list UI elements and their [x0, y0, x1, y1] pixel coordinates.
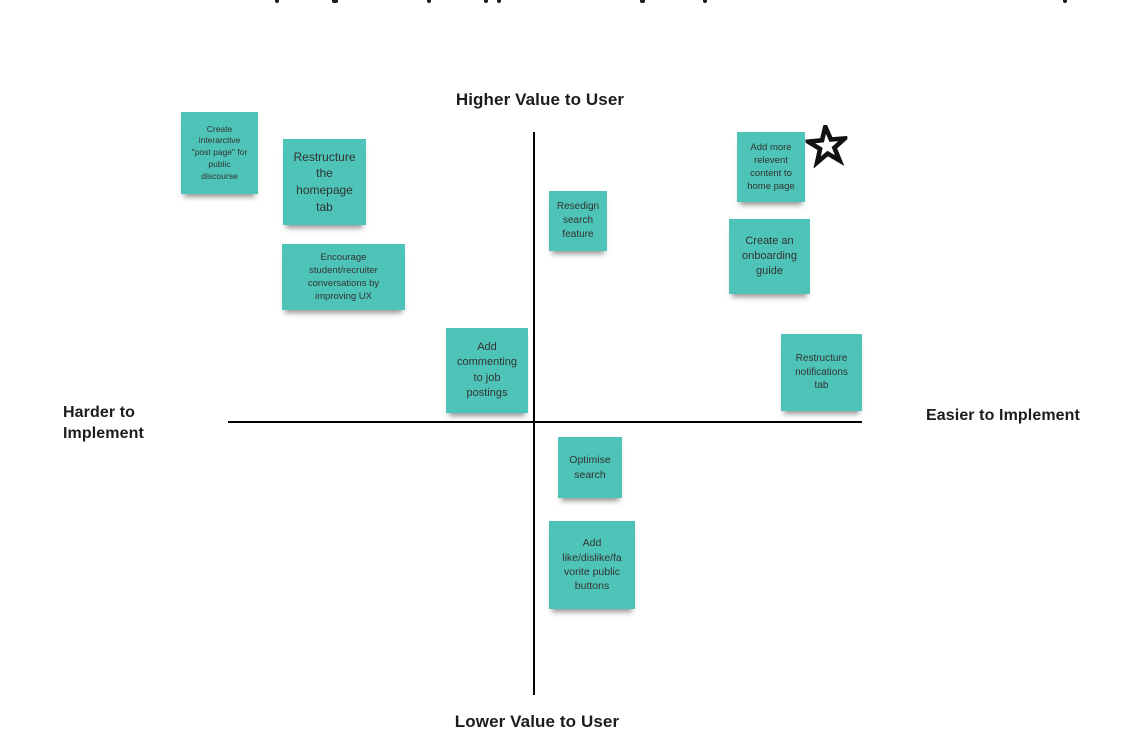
axis-label-harder-to-implement: Harder to Implement	[63, 404, 144, 442]
horizontal-axis-line	[228, 421, 862, 423]
sticky-note-optimise-search[interactable]: Optimise search	[558, 437, 622, 498]
sticky-note-text: Optimise search	[569, 454, 611, 481]
clipped-title-fragments	[0, 0, 1146, 6]
sticky-note-text: Add more relevent content to home page	[747, 141, 795, 193]
star-icon[interactable]	[801, 119, 852, 169]
sticky-note-text: Restructure the homepage tab	[293, 149, 356, 214]
sticky-note-text: Add like/dislike/fa vorite public button…	[562, 537, 622, 593]
sticky-note-create-onboarding-guide[interactable]: Create an onboarding guide	[729, 219, 810, 294]
sticky-note-text: Create an onboarding guide	[741, 234, 798, 278]
sticky-note-text: Restructure notifications tab	[795, 352, 848, 392]
vertical-axis-line	[533, 132, 535, 695]
sticky-note-resedign-search-feature[interactable]: Resedign search feature	[549, 191, 607, 251]
axis-label-higher-value: Higher Value to User	[455, 90, 625, 109]
sticky-note-add-commenting-job-postings[interactable]: Add commenting to job postings	[446, 328, 528, 413]
sticky-note-add-like-dislike-buttons[interactable]: Add like/dislike/fa vorite public button…	[549, 521, 635, 609]
sticky-note-restructure-homepage-tab[interactable]: Restructure the homepage tab	[283, 139, 366, 225]
sticky-note-encourage-conversations[interactable]: Encourage student/recruiter conversation…	[282, 244, 405, 310]
sticky-note-text: Resedign search feature	[556, 201, 600, 240]
sticky-note-text: Create interarctive "post page" for publ…	[191, 123, 248, 181]
axis-label-easier-to-implement: Easier to Implement	[926, 407, 1080, 424]
sticky-note-text: Add commenting to job postings	[457, 341, 517, 399]
sticky-note-text: Encourage student/recruiter conversation…	[307, 251, 380, 303]
sticky-note-create-post-page[interactable]: Create interarctive "post page" for publ…	[181, 112, 258, 194]
sticky-note-restructure-notifications-tab[interactable]: Restructure notifications tab	[781, 334, 862, 411]
axis-label-lower-value: Lower Value to User	[454, 712, 620, 731]
sticky-note-add-more-relevent-content[interactable]: Add more relevent content to home page	[737, 132, 805, 202]
